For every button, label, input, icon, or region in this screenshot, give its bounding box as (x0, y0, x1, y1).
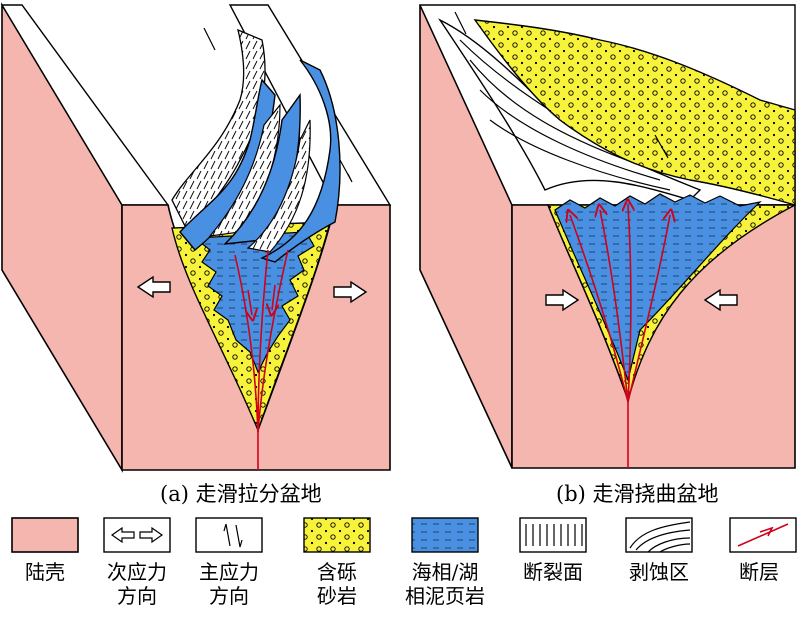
panel-a-caption: (a) 走滑拉分盆地 (160, 482, 322, 506)
panel-a-fault-3 (257, 249, 269, 433)
panel-a-fault-5 (272, 284, 275, 310)
legend-label-continental-crust: 陆壳 (25, 560, 65, 584)
panel-b-fault-2 (600, 210, 629, 403)
legend-label-fault-plane: 断裂面 (523, 560, 583, 584)
secondary-stress-arrows-icon (103, 517, 171, 553)
legend-label-shale: 海相/湖 相泥页岩 (405, 560, 485, 608)
legend-label-erosion-zone: 剥蚀区 (629, 560, 689, 584)
legend-label-secondary-stress: 次应力 方向 (107, 560, 167, 608)
panel-b-caption: (b) 走滑挠曲盆地 (556, 482, 719, 506)
panel-a-fault-2 (257, 249, 289, 433)
panel-a-fault-1 (234, 254, 259, 433)
panel-a-shale-slab-3 (260, 59, 341, 263)
panel-b-sandstone-top (473, 19, 796, 206)
panel-a-principal-stress-icon-1 (203, 27, 216, 51)
conglomerate-sandstone-swatch (303, 517, 371, 553)
panel-b-fault-1 (570, 215, 629, 403)
panel-b-block-diagram (418, 4, 796, 469)
legend-icons (11, 517, 797, 553)
continental-crust-swatch (11, 517, 79, 553)
erosion-zone-swatch (625, 517, 693, 553)
panel-b-fault-4 (627, 215, 670, 403)
fault-icon (729, 517, 797, 553)
panel-b-secondary-stress-arrow-left (545, 288, 580, 312)
panel-b-fault-3 (628, 205, 631, 403)
panel-b-secondary-stress-arrow-right (703, 288, 738, 312)
marine-lacustrine-shale-swatch (411, 517, 479, 553)
principal-stress-arrows-icon (195, 517, 263, 553)
panel-a-secondary-stress-arrow-right (333, 280, 368, 304)
legend-label-fault: 断层 (739, 560, 779, 584)
legend-label-sandstone: 含砾 砂岩 (317, 560, 357, 608)
panel-a-fault-plane-3 (246, 119, 311, 253)
panel-a-block-diagram (0, 2, 392, 473)
panel-a-secondary-stress-arrow-left (136, 275, 171, 299)
panel-b-erosion-lines (459, 39, 671, 191)
panel-a-principal-stress-icon-2 (339, 159, 353, 183)
panel-b-principal-stress-icon-2 (654, 134, 669, 159)
legend-label-principal-stress: 主应力 方向 (199, 560, 259, 608)
panel-b-principal-stress-icon-1 (454, 11, 467, 35)
fault-plane-swatch (519, 517, 587, 553)
panel-a-fault-4 (248, 289, 252, 315)
panel-a-fault-plane-1 (171, 28, 266, 238)
